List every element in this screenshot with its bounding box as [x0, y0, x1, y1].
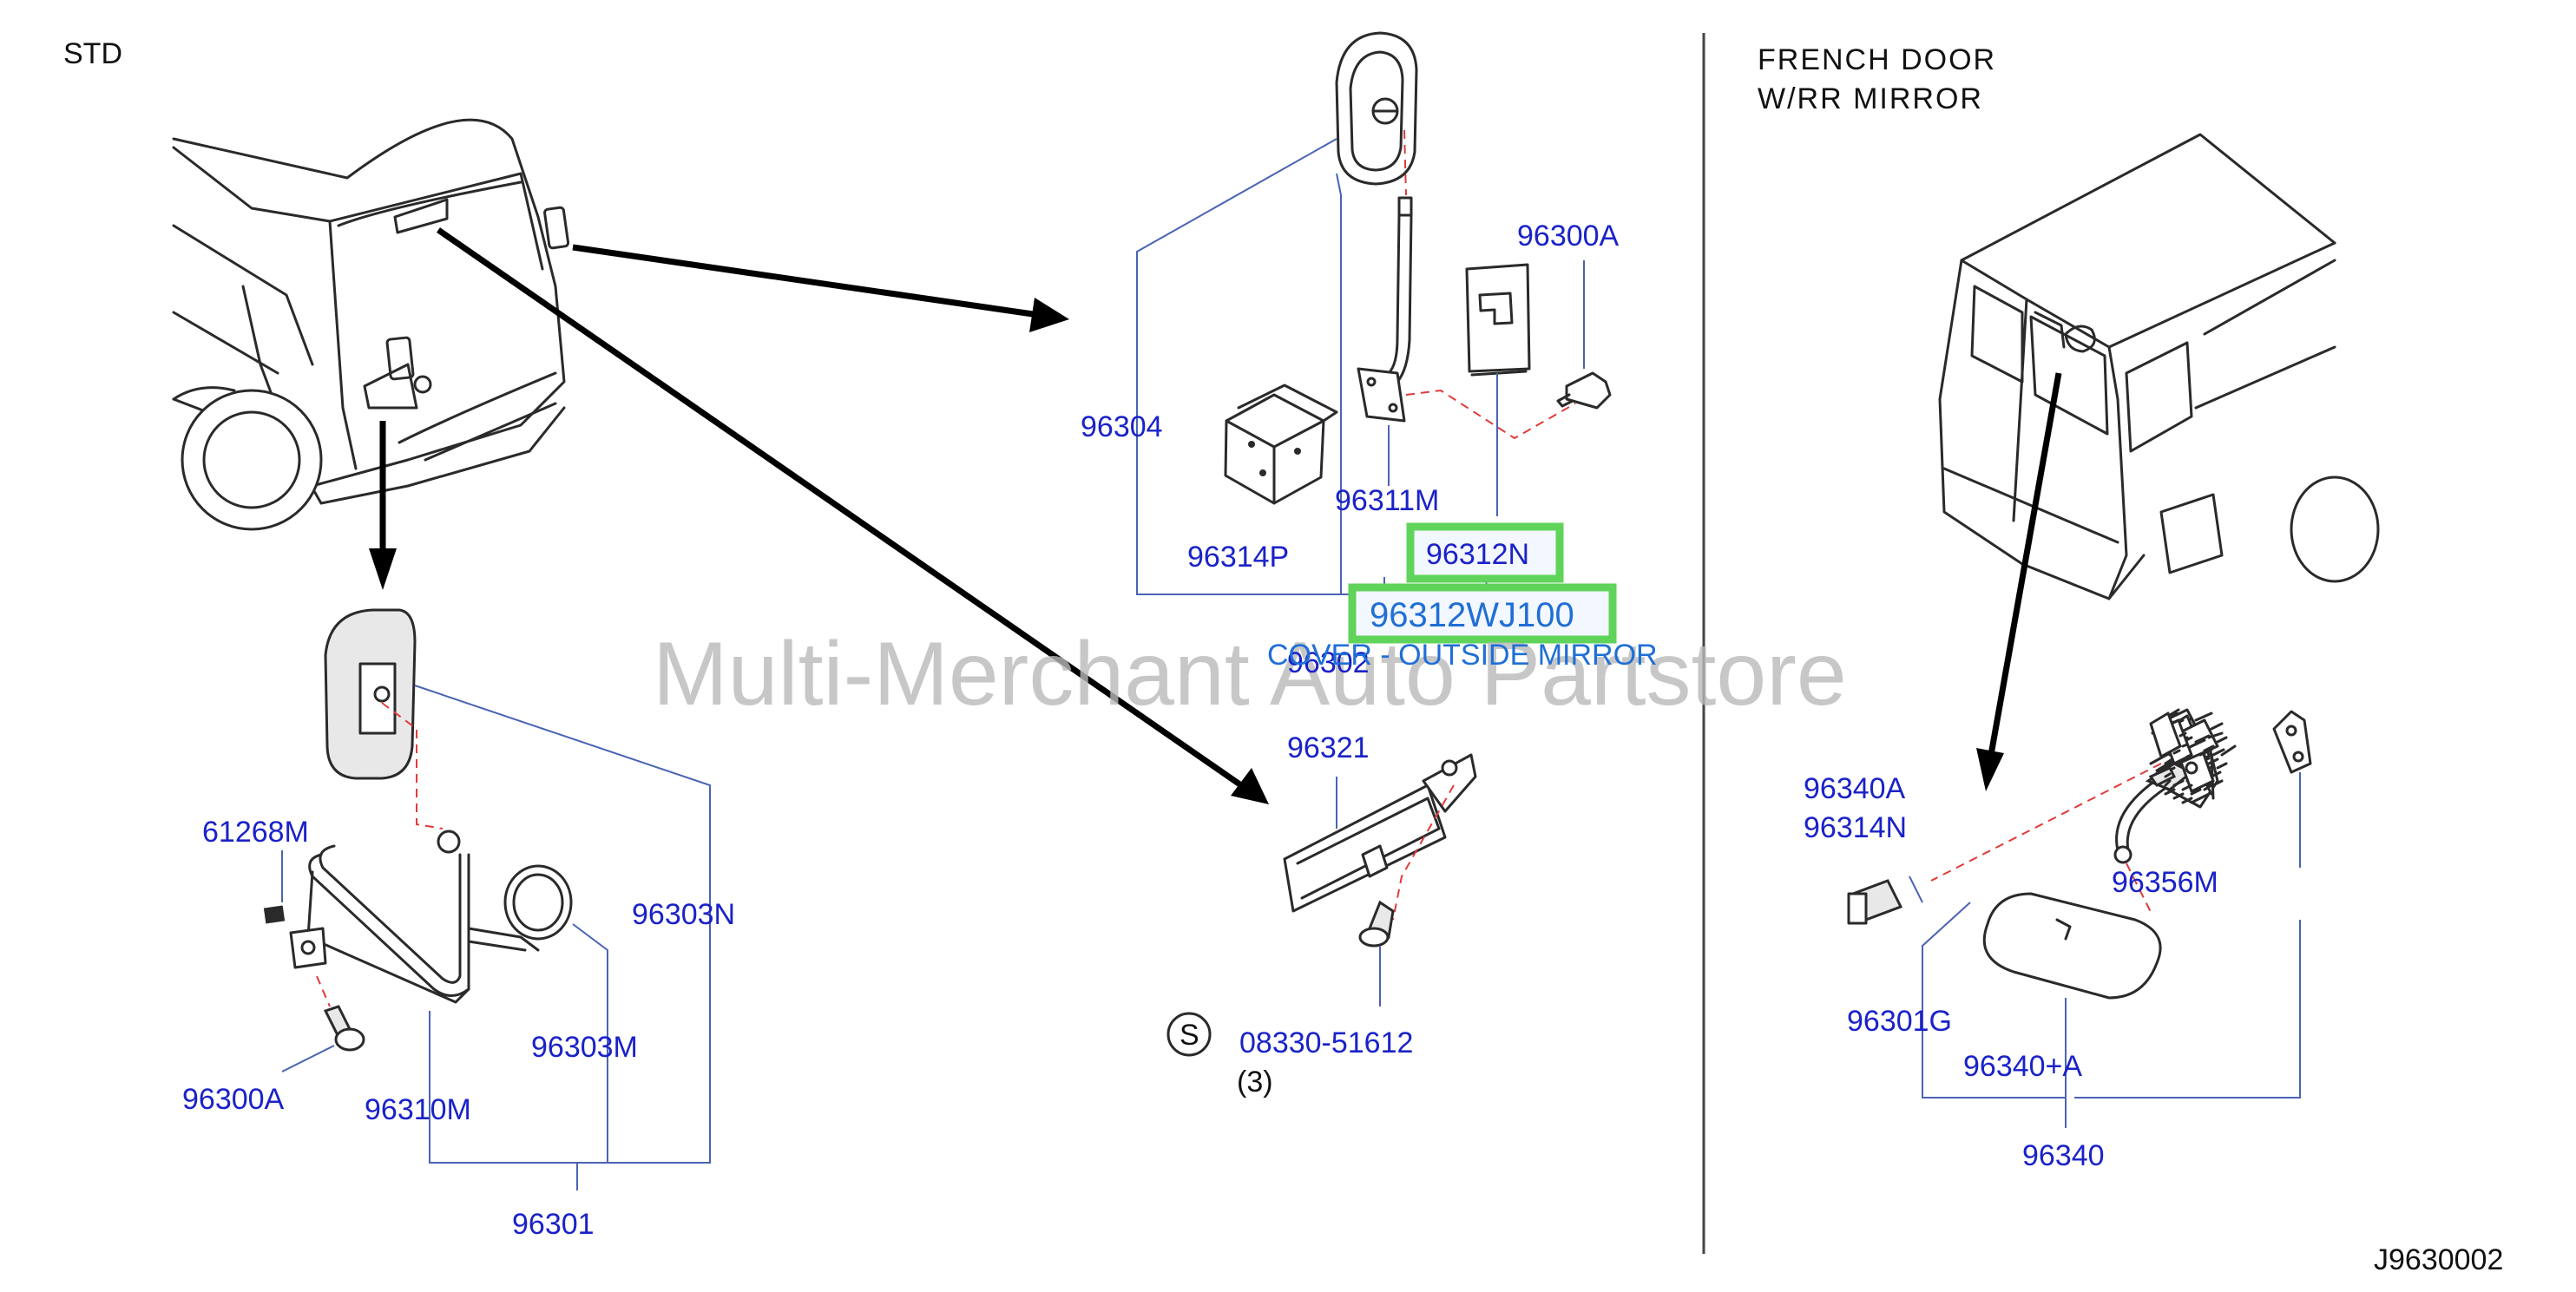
highlight-box-96312N[interactable] [1406, 522, 1564, 583]
label-96301[interactable]: 96301 [512, 1208, 595, 1241]
label-96314P[interactable]: 96314P [1187, 541, 1289, 574]
label-quantity-3: (3) [1237, 1066, 1273, 1099]
label-96314N[interactable]: 96314N [1804, 811, 1907, 844]
rear-room-mirror-assembly [1847, 708, 2312, 1128]
label-96356M[interactable]: 96356M [2112, 866, 2218, 899]
label-96310M[interactable]: 96310M [365, 1093, 471, 1126]
label-96303N[interactable]: 96303N [632, 898, 735, 931]
description-cover-outside-mirror: COVER - OUTSIDE MIRROR [1267, 639, 1658, 672]
left-mirror-assembly [263, 608, 711, 1190]
part-96321-bracket [1166, 753, 1477, 1057]
label-08330-51612[interactable]: 08330-51612 [1239, 1026, 1413, 1059]
label-96311M[interactable]: 96311M [1335, 484, 1439, 517]
label-96303M[interactable]: 96303M [531, 1031, 638, 1064]
label-61268M[interactable]: 61268M [202, 816, 309, 849]
van-front-illustration [172, 118, 570, 531]
label-s-symbol: S [1180, 1019, 1199, 1052]
caption-std: STD [63, 37, 122, 70]
label-96302[interactable]: 96302 [1287, 646, 1370, 679]
leader-lines-top [1136, 138, 1585, 595]
pointer-arrows [369, 227, 2062, 804]
watermark: Multi-Merchant Auto Partstore [653, 624, 1847, 725]
drawing-number: J9630002 [2374, 1243, 2503, 1276]
caption-rr-mirror: W/RR MIRROR [1758, 82, 1983, 115]
label-96301G[interactable]: 96301G [1847, 1005, 1952, 1038]
label-96340A[interactable]: 96340A [1804, 772, 1906, 805]
label-96340-plus-A[interactable]: 96340+A [1963, 1050, 2082, 1083]
highlight-box-96312WJ100[interactable] [1348, 583, 1617, 644]
caption-french-door: FRENCH DOOR [1758, 43, 1996, 76]
label-96300A-left[interactable]: 96300A [182, 1083, 285, 1116]
van-rear-illustration [1938, 133, 2380, 600]
label-96304[interactable]: 96304 [1081, 410, 1163, 443]
label-96340[interactable]: 96340 [2022, 1139, 2105, 1172]
label-96312WJ100[interactable]: 96312WJ100 [1370, 596, 1574, 634]
part-96314P-box [1224, 384, 1338, 505]
label-96312N[interactable]: 96312N [1426, 538, 1529, 571]
label-96300A-top[interactable]: 96300A [1517, 220, 1620, 252]
label-96321[interactable]: 96321 [1287, 731, 1370, 764]
mirror-head-assembly [1335, 31, 1612, 440]
